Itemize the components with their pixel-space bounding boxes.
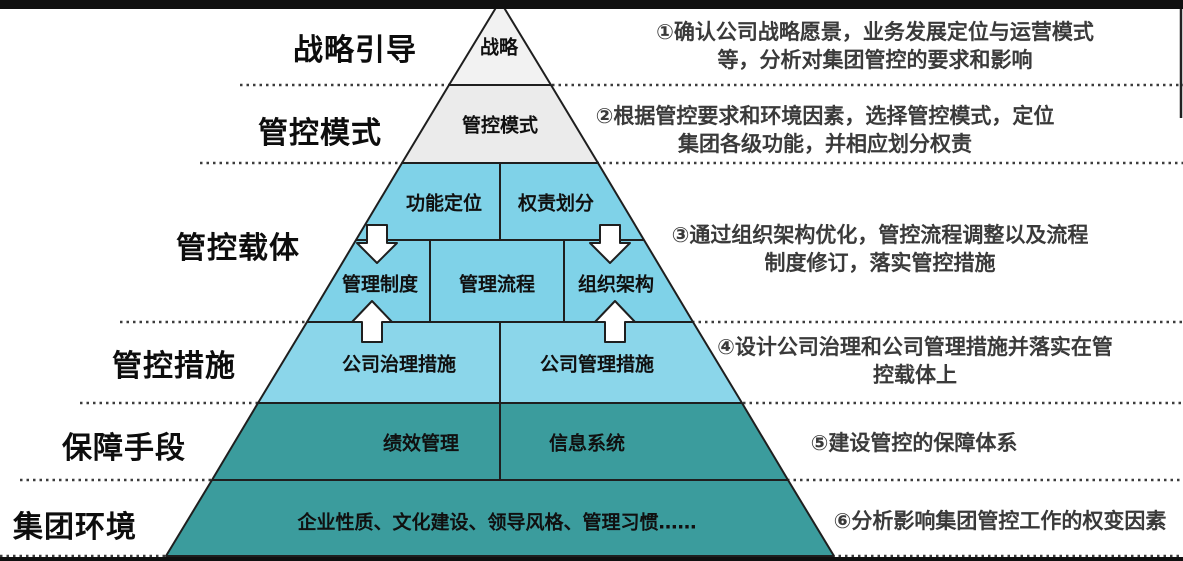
cell-group-environment: 企业性质、文化建设、领导风格、管理习惯…… <box>297 511 697 534</box>
pyramid-layer-environment <box>165 479 835 557</box>
annotation-5-line1: ⑤建设管控的保障体系 <box>810 431 1018 455</box>
row-label-strategy-guidance: 战略引导 <box>293 33 417 68</box>
row-label-control-mode: 管控模式 <box>258 116 382 151</box>
row-label-control-measures: 管控措施 <box>112 349 236 384</box>
cell-management-system: 管理制度 <box>341 273 419 296</box>
row-label-safeguards: 保障手段 <box>62 431 186 466</box>
annotation-3-line2: 制度修订，落实管控措施 <box>764 251 996 275</box>
row-label-group-environment: 集团环境 <box>13 510 137 545</box>
bottom-frame-bar <box>0 557 1183 561</box>
annotation-4: ④设计公司治理和公司管理措施并落实在管 控载体上 <box>615 333 1183 389</box>
cell-function-positioning: 功能定位 <box>405 192 483 215</box>
annotation-1-line1: ①确认公司战略愿景，业务发展定位与运营模式 <box>656 20 1094 44</box>
cell-control-mode: 管控模式 <box>461 114 539 137</box>
annotation-2-line2: 集团各级功能，并相应划分权责 <box>678 132 972 156</box>
annotation-3-line1: ③通过组织架构优化，管控流程调整以及流程 <box>671 223 1089 247</box>
annotation-2: ②根据管控要求和环境因素，选择管控模式，定位 集团各级功能，并相应划分权责 <box>525 102 1125 158</box>
down-arrow-icon <box>356 224 398 264</box>
annotation-3: ③通过组织架构优化，管控流程调整以及流程 制度修订，落实管控措施 <box>580 221 1180 277</box>
up-arrow-icon <box>351 300 393 343</box>
down-arrow-icon <box>589 224 631 264</box>
annotation-1: ①确认公司战略愿景，业务发展定位与运营模式 等，分析对集团管控的要求和影响 <box>575 18 1175 74</box>
annotation-4-line2: 控载体上 <box>873 363 957 387</box>
row-label-control-carrier: 管控载体 <box>176 231 300 266</box>
up-arrow-icon <box>594 300 636 343</box>
cell-information-system: 信息系统 <box>548 432 626 455</box>
annotation-4-line1: ④设计公司治理和公司管理措施并落实在管 <box>717 335 1113 359</box>
cell-management-process: 管理流程 <box>458 273 536 296</box>
cell-performance-management: 绩效管理 <box>382 432 460 455</box>
cell-strategy: 战略 <box>479 36 519 59</box>
cell-management-measures: 公司管理措施 <box>539 353 655 376</box>
annotation-6: ⑥分析影响集团管控工作的权变因素 <box>700 507 1183 535</box>
annotation-2-line1: ②根据管控要求和环境因素，选择管控模式，定位 <box>595 104 1055 128</box>
cell-org-structure: 组织架构 <box>577 273 655 296</box>
annotation-5: ⑤建设管控的保障体系 <box>614 429 1183 457</box>
top-frame-bar <box>0 0 1183 9</box>
annotation-1-line2: 等，分析对集团管控的要求和影响 <box>717 48 1033 72</box>
cell-governance-measures: 公司治理措施 <box>341 353 457 376</box>
cell-authority-division: 权责划分 <box>517 192 595 215</box>
annotation-6-line1: ⑥分析影响集团管控工作的权变因素 <box>833 509 1167 533</box>
